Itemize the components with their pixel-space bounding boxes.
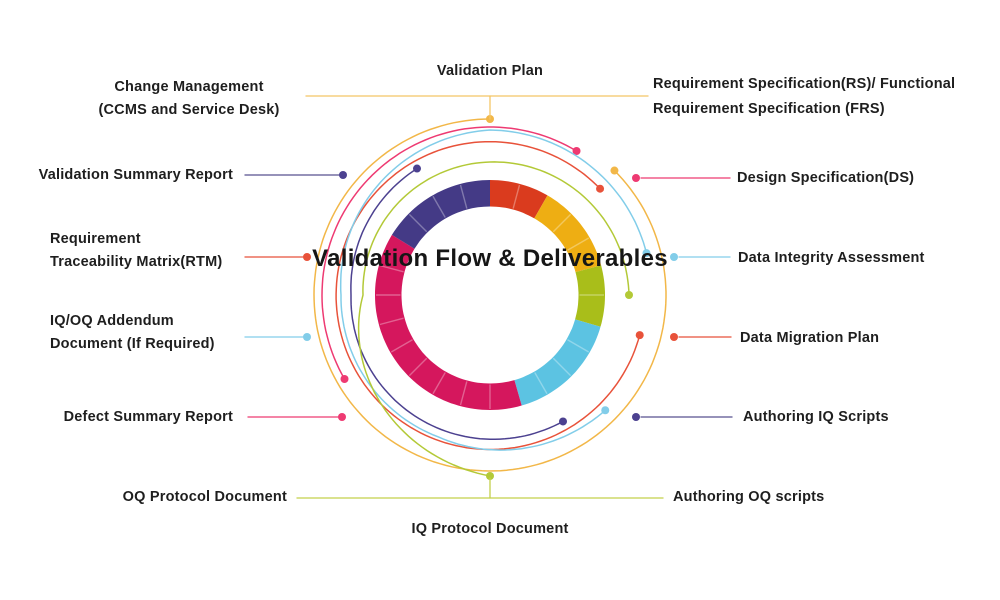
label-design-specification-line: Design Specification(DS) bbox=[737, 170, 915, 186]
label-authoring-iq-scripts-line: Authoring IQ Scripts bbox=[743, 409, 889, 425]
label-iq-oq-addendum-line: IQ/OQ Addendum bbox=[50, 313, 174, 329]
ring-tick bbox=[432, 195, 446, 218]
label-requirement-specification: Requirement Specification(RS)/ Functiona… bbox=[653, 72, 955, 122]
connector-data-migration-dot bbox=[670, 333, 678, 341]
label-requirement-traceability-matrix-line: Requirement bbox=[50, 231, 141, 247]
label-requirement-specification-line: Requirement Specification(RS)/ Functiona… bbox=[653, 76, 956, 92]
arc-indigo-end-dot bbox=[413, 164, 421, 173]
ring-tick bbox=[459, 381, 468, 406]
label-change-management-line: (CCMS and Service Desk) bbox=[98, 102, 280, 118]
ring-tick bbox=[390, 339, 413, 353]
arc-indigo-end-dot bbox=[559, 417, 567, 426]
label-iq-protocol-document-line: IQ Protocol Document bbox=[411, 521, 569, 537]
label-data-migration-plan: Data Migration Plan bbox=[740, 328, 879, 349]
arc-sky-end-dot bbox=[642, 249, 651, 258]
arc-red-end-dot bbox=[635, 331, 644, 340]
connector-authoring-iq-dot bbox=[632, 413, 640, 421]
label-oq-protocol-document: OQ Protocol Document bbox=[123, 487, 287, 508]
label-validation-summary-report-line: Validation Summary Report bbox=[38, 167, 233, 183]
connector-data-integrity-dot bbox=[670, 253, 678, 261]
label-data-migration-plan-line: Data Migration Plan bbox=[740, 330, 880, 346]
connector-iqoq-addendum-dot bbox=[303, 333, 311, 341]
connector-rtm-dot bbox=[303, 253, 311, 261]
arc-sky bbox=[339, 129, 648, 451]
label-authoring-oq-scripts: Authoring OQ scripts bbox=[673, 487, 824, 508]
ring-tick bbox=[432, 372, 446, 395]
segment-red bbox=[490, 180, 548, 219]
ring-tick bbox=[408, 213, 428, 233]
ring-tick bbox=[408, 357, 428, 377]
arc-yellow-end-dot bbox=[610, 166, 619, 175]
label-change-management-line: Change Management bbox=[114, 79, 264, 95]
label-requirement-specification-line: Requirement Specification (FRS) bbox=[653, 101, 885, 117]
connector-design-spec-dot bbox=[632, 174, 640, 182]
arc-pink-end-dot bbox=[340, 375, 349, 383]
arc-lime bbox=[357, 161, 630, 477]
ring-tick bbox=[552, 213, 572, 233]
segment-sky bbox=[514, 319, 601, 406]
label-data-integrity-assessment-line: Data Integrity Assessment bbox=[738, 250, 925, 266]
arc-pink bbox=[321, 126, 578, 380]
connector-validation-summary-dot bbox=[339, 171, 347, 179]
center-title-line2: Flow & bbox=[435, 245, 516, 272]
label-requirement-traceability-matrix-line: Traceability Matrix(RTM) bbox=[50, 254, 223, 270]
arc-red bbox=[335, 140, 641, 451]
label-iq-oq-addendum-line: Document (If Required) bbox=[50, 336, 215, 352]
ring-tick bbox=[379, 264, 404, 273]
segment-pink bbox=[375, 234, 522, 410]
ring-tick bbox=[379, 317, 404, 326]
segment-amber bbox=[534, 195, 602, 273]
label-design-specification: Design Specification(DS) bbox=[737, 168, 914, 189]
label-change-management: Change Management (CCMS and Service Desk) bbox=[98, 76, 279, 122]
ring-tick bbox=[567, 339, 590, 353]
arc-sky-end-dot bbox=[601, 406, 610, 415]
ring-tick bbox=[459, 184, 468, 209]
label-validation-summary-report: Validation Summary Report bbox=[39, 165, 233, 186]
connector-defect-summary-dot bbox=[338, 413, 346, 421]
segment-lime bbox=[575, 265, 605, 327]
arc-lime-end-dot bbox=[625, 291, 633, 299]
arc-yellow bbox=[313, 118, 667, 472]
label-authoring-iq-scripts: Authoring IQ Scripts bbox=[743, 407, 889, 428]
ring-tick bbox=[512, 184, 521, 209]
arc-lime-end-dot bbox=[486, 472, 494, 480]
center-title-line3: Deliverables bbox=[522, 245, 668, 272]
center-title-line1: Validation bbox=[312, 245, 429, 272]
diagram-center-title: Validation Flow & Deliverables bbox=[312, 241, 668, 277]
arc-pink-end-dot bbox=[572, 146, 581, 155]
ring-tick bbox=[534, 372, 548, 395]
label-defect-summary-report: Defect Summary Report bbox=[64, 407, 233, 428]
label-authoring-oq-scripts-line: Authoring OQ scripts bbox=[673, 489, 825, 505]
segment-indigo bbox=[391, 180, 490, 249]
label-validation-plan: Validation Plan bbox=[437, 61, 543, 82]
arc-red-end-dot bbox=[596, 184, 605, 193]
ring-tick bbox=[567, 237, 590, 251]
label-data-integrity-assessment: Data Integrity Assessment bbox=[738, 248, 925, 269]
ring-tick bbox=[552, 357, 572, 377]
label-validation-plan-line: Validation Plan bbox=[436, 63, 544, 79]
label-iq-protocol-document: IQ Protocol Document bbox=[411, 519, 568, 540]
label-oq-protocol-document-line: OQ Protocol Document bbox=[122, 489, 287, 505]
arc-indigo bbox=[350, 167, 564, 441]
label-defect-summary-report-line: Defect Summary Report bbox=[63, 409, 233, 425]
